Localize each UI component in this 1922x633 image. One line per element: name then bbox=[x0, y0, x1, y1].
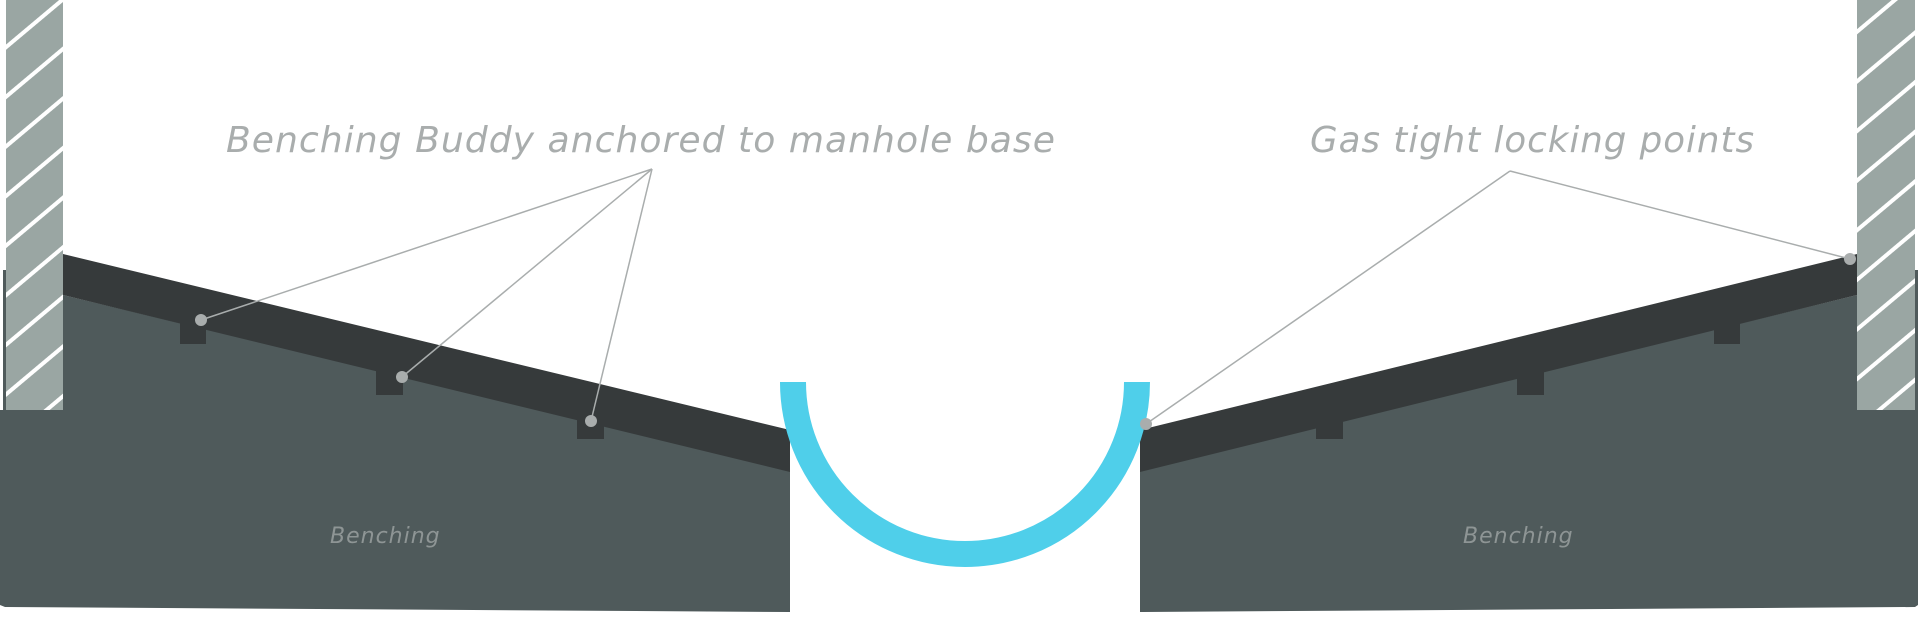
benching-left-label: Benching bbox=[330, 524, 441, 549]
locking-point bbox=[1844, 253, 1856, 265]
left-manhole-wall bbox=[6, 0, 63, 412]
pipe bbox=[780, 381, 1150, 567]
anchored-label: Benching Buddy anchored to manhole base bbox=[226, 120, 1056, 161]
left-benching bbox=[0, 295, 790, 612]
locking-point bbox=[1140, 418, 1152, 430]
anchor-leader-lines bbox=[200, 168, 1851, 425]
gas-tight-label: Gas tight locking points bbox=[1310, 120, 1755, 161]
anchor-point bbox=[585, 415, 597, 427]
right-manhole-wall bbox=[1857, 0, 1915, 412]
right-benching-buddy bbox=[1140, 254, 1857, 472]
benching-right-label: Benching bbox=[1463, 524, 1574, 549]
anchor-point bbox=[396, 371, 408, 383]
anchor-point bbox=[195, 314, 207, 326]
right-benching bbox=[1140, 295, 1918, 612]
